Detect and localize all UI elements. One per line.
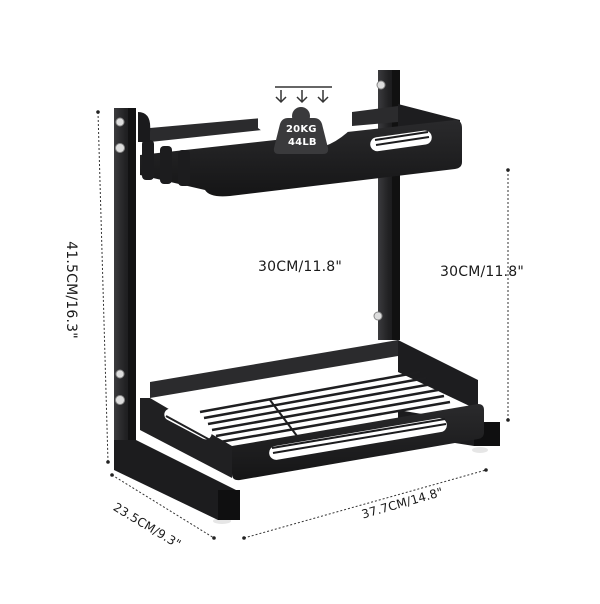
weight-capacity-lb: 44LB bbox=[288, 137, 317, 148]
utensil-hooks bbox=[142, 140, 190, 186]
bottom-tray bbox=[140, 340, 484, 481]
width-dim-line bbox=[243, 469, 487, 539]
total-height-label: 41.5CM/16.3" bbox=[62, 241, 79, 339]
left-post bbox=[114, 108, 151, 453]
base-leg-left bbox=[114, 440, 240, 520]
dimension-endpoints bbox=[96, 110, 510, 540]
down-arrows-icon bbox=[275, 90, 329, 104]
weight-capacity-kg: 20KG bbox=[286, 124, 317, 135]
height-dim-line bbox=[97, 111, 109, 463]
dimension-lines bbox=[97, 111, 509, 539]
weight-badge bbox=[273, 86, 332, 154]
top-tray bbox=[140, 104, 462, 197]
tier-gap-right-label: 30CM/11.8" bbox=[440, 264, 524, 280]
weight-load-icon bbox=[273, 107, 329, 154]
tier-gap-center-label: 30CM/11.8" bbox=[258, 259, 342, 275]
